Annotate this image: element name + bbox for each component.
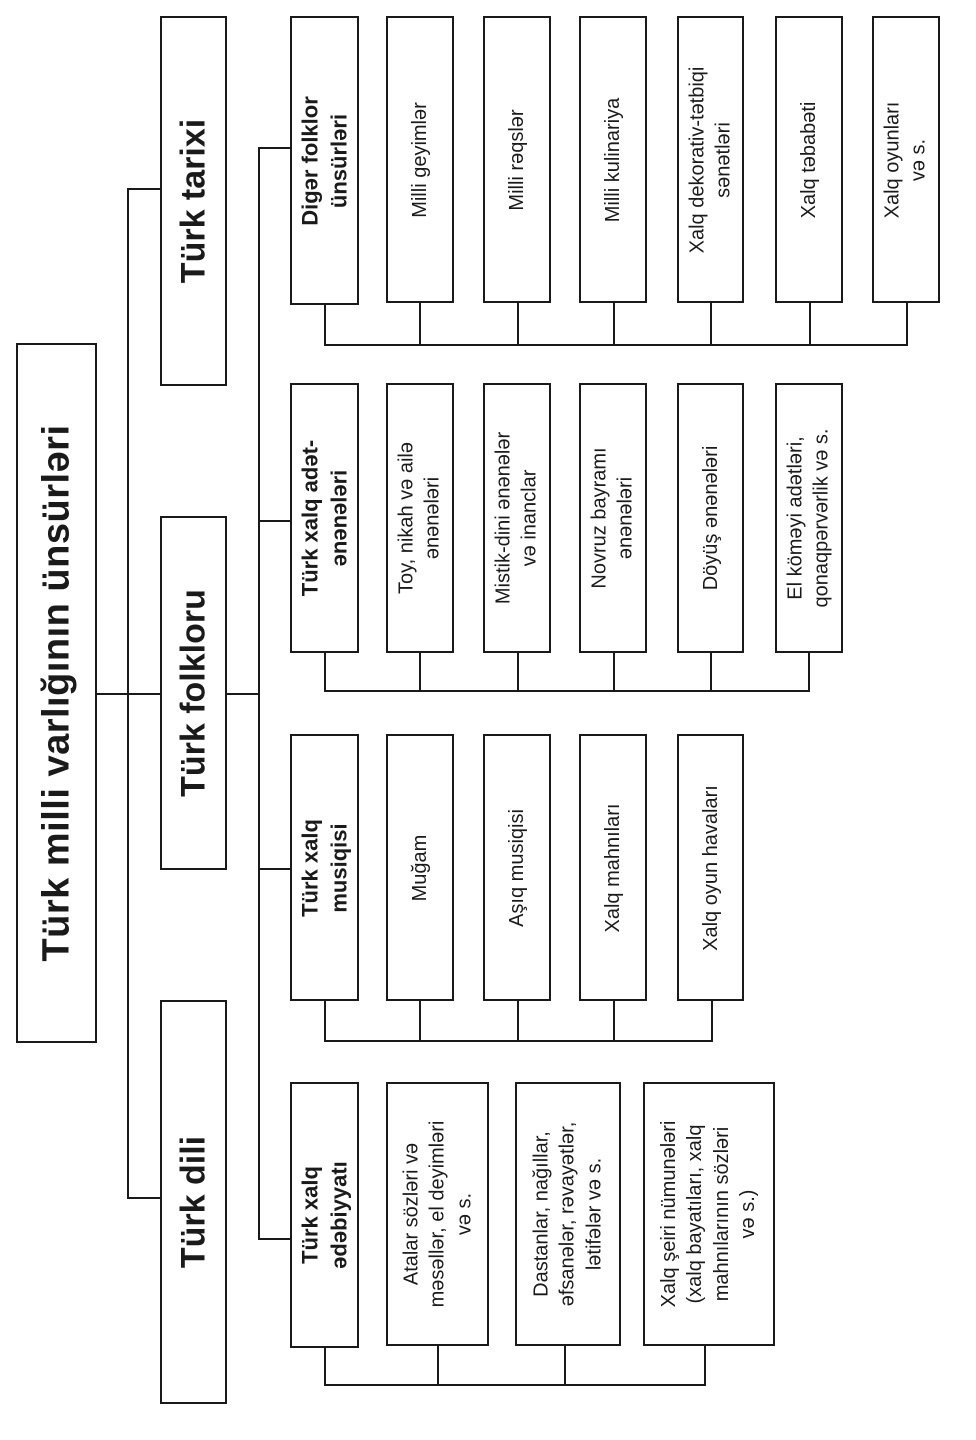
group-header-adet: Türk xalq adət- ənənələri <box>290 383 359 653</box>
item-box: Xalq dekorativ-tətbiqi sənətləri <box>677 16 744 303</box>
category-turk-dili: Türk dili <box>160 1000 227 1404</box>
group-header-label: Türk xalq ədəbiyyatı <box>296 1161 351 1269</box>
category-label: Türk folkloru <box>174 589 212 797</box>
tick <box>517 653 519 691</box>
tick <box>564 1346 566 1385</box>
diagram-title: Türk milli varlığının ünsürləri <box>35 424 77 962</box>
item-box: El köməyi adətləri, qonaqpərvərlik və s. <box>775 383 843 653</box>
tick <box>906 303 908 345</box>
tick <box>437 1346 439 1385</box>
item-box: Milli rəqslər <box>483 16 551 303</box>
tick <box>517 1001 519 1041</box>
tick <box>324 305 326 345</box>
category-label: Türk tarixi <box>174 118 212 284</box>
group-header-label: Digər folklor ünsürləri <box>296 95 351 226</box>
connector-to-diger <box>258 147 290 149</box>
item-label: Döyüş ənənələri <box>699 445 722 591</box>
item-box: Novruz bayramı ənənələri <box>579 383 647 653</box>
tick <box>710 653 712 691</box>
bar-diger <box>324 344 908 346</box>
tick <box>711 1001 713 1041</box>
category-turk-tarixi: Türk tarixi <box>160 16 227 386</box>
item-box: Toy, nikah və ailə ənənələri <box>386 383 454 653</box>
bar-musiqi <box>324 1040 713 1042</box>
tick <box>710 303 712 345</box>
tick <box>809 303 811 345</box>
item-label: Milli rəqslər <box>505 108 528 211</box>
tick <box>704 1346 706 1385</box>
item-label: Aşıq musiqisi <box>505 808 528 927</box>
item-box: Milli geyimlər <box>386 16 454 303</box>
tick <box>613 653 615 691</box>
item-box: Aşıq musiqisi <box>483 734 551 1001</box>
tick <box>324 653 326 691</box>
group-header-label: Türk xalq musiqisi <box>296 818 351 917</box>
item-label: Xalq oyun havaları <box>699 784 722 951</box>
item-label: Milli kulinariya <box>601 97 624 222</box>
group-header-musiqi: Türk xalq musiqisi <box>290 734 359 1001</box>
tick <box>517 303 519 345</box>
item-label: Atalar sözləri və məsəllər, el deyimləri… <box>399 1120 475 1308</box>
connector-folkloru-out <box>226 693 260 695</box>
connector-to-tarixi <box>127 188 161 190</box>
item-label: Milli geyimlər <box>408 101 431 218</box>
bar-edebiyyat <box>324 1384 706 1386</box>
connector-to-dili <box>127 1197 161 1199</box>
category-label: Türk dili <box>174 1135 212 1269</box>
connector-to-musiqi <box>258 868 290 870</box>
tick <box>324 1348 326 1385</box>
group-header-diger: Digər folklor ünsürləri <box>290 16 359 305</box>
item-label: Xalq təbabəti <box>797 101 820 218</box>
item-label: Xalq dekorativ-tətbiqi sənətləri <box>686 66 735 253</box>
connector-title-to-spine <box>96 693 128 695</box>
item-box: Muğam <box>386 734 454 1001</box>
connector-sub-spine <box>258 147 260 1240</box>
tick <box>419 303 421 345</box>
tick <box>613 303 615 345</box>
tick <box>324 1001 326 1041</box>
tick <box>419 1001 421 1041</box>
item-box: Xalq oyun havaları <box>677 734 744 1001</box>
category-turk-folkloru: Türk folkloru <box>160 516 227 870</box>
item-label: Muğam <box>408 834 431 901</box>
item-label: Xalq oyunları və s. <box>881 101 930 218</box>
item-box: Xalq oyunları və s. <box>872 16 940 303</box>
item-label: Novruz bayramı ənənələri <box>588 447 637 589</box>
connector-to-adet <box>258 520 290 522</box>
item-label: Toy, nikah və ailə ənənələri <box>395 442 444 594</box>
item-box: Xalq mahnıları <box>579 734 647 1001</box>
item-box: Atalar sözləri və məsəllər, el deyimləri… <box>386 1082 489 1346</box>
group-header-edebiyyat: Türk xalq ədəbiyyatı <box>290 1082 359 1348</box>
diagram-title-box: Türk milli varlığının ünsürləri <box>16 343 97 1043</box>
item-box: Xalq şeiri nümunələri (xalq bayatıları, … <box>643 1082 775 1346</box>
tick <box>419 653 421 691</box>
item-box: Mistik-dini ənənələr və inanclar <box>483 383 551 653</box>
bar-adet <box>324 690 810 692</box>
item-box: Dastanlar, nağıllar, əfsanələr, rəvayətl… <box>515 1082 621 1346</box>
item-label: Xalq mahnıları <box>601 803 624 932</box>
item-label: Dastanlar, nağıllar, əfsanələr, rəvayətl… <box>530 1121 606 1307</box>
tick <box>613 1001 615 1041</box>
tick <box>808 653 810 691</box>
item-label: Xalq şeiri nümunələri (xalq bayatıları, … <box>658 1120 760 1308</box>
group-header-label: Türk xalq adət- ənənələri <box>296 439 351 597</box>
item-box: Xalq təbabəti <box>775 16 843 303</box>
connector-to-folkloru <box>127 693 161 695</box>
item-label: Mistik-dini ənənələr və inanclar <box>492 431 541 605</box>
item-box: Milli kulinariya <box>579 16 647 303</box>
connector-to-edebiyyat <box>258 1238 290 1240</box>
item-label: El köməyi adətləri, qonaqpərvərlik və s. <box>784 428 833 608</box>
item-box: Döyüş ənənələri <box>677 383 744 653</box>
